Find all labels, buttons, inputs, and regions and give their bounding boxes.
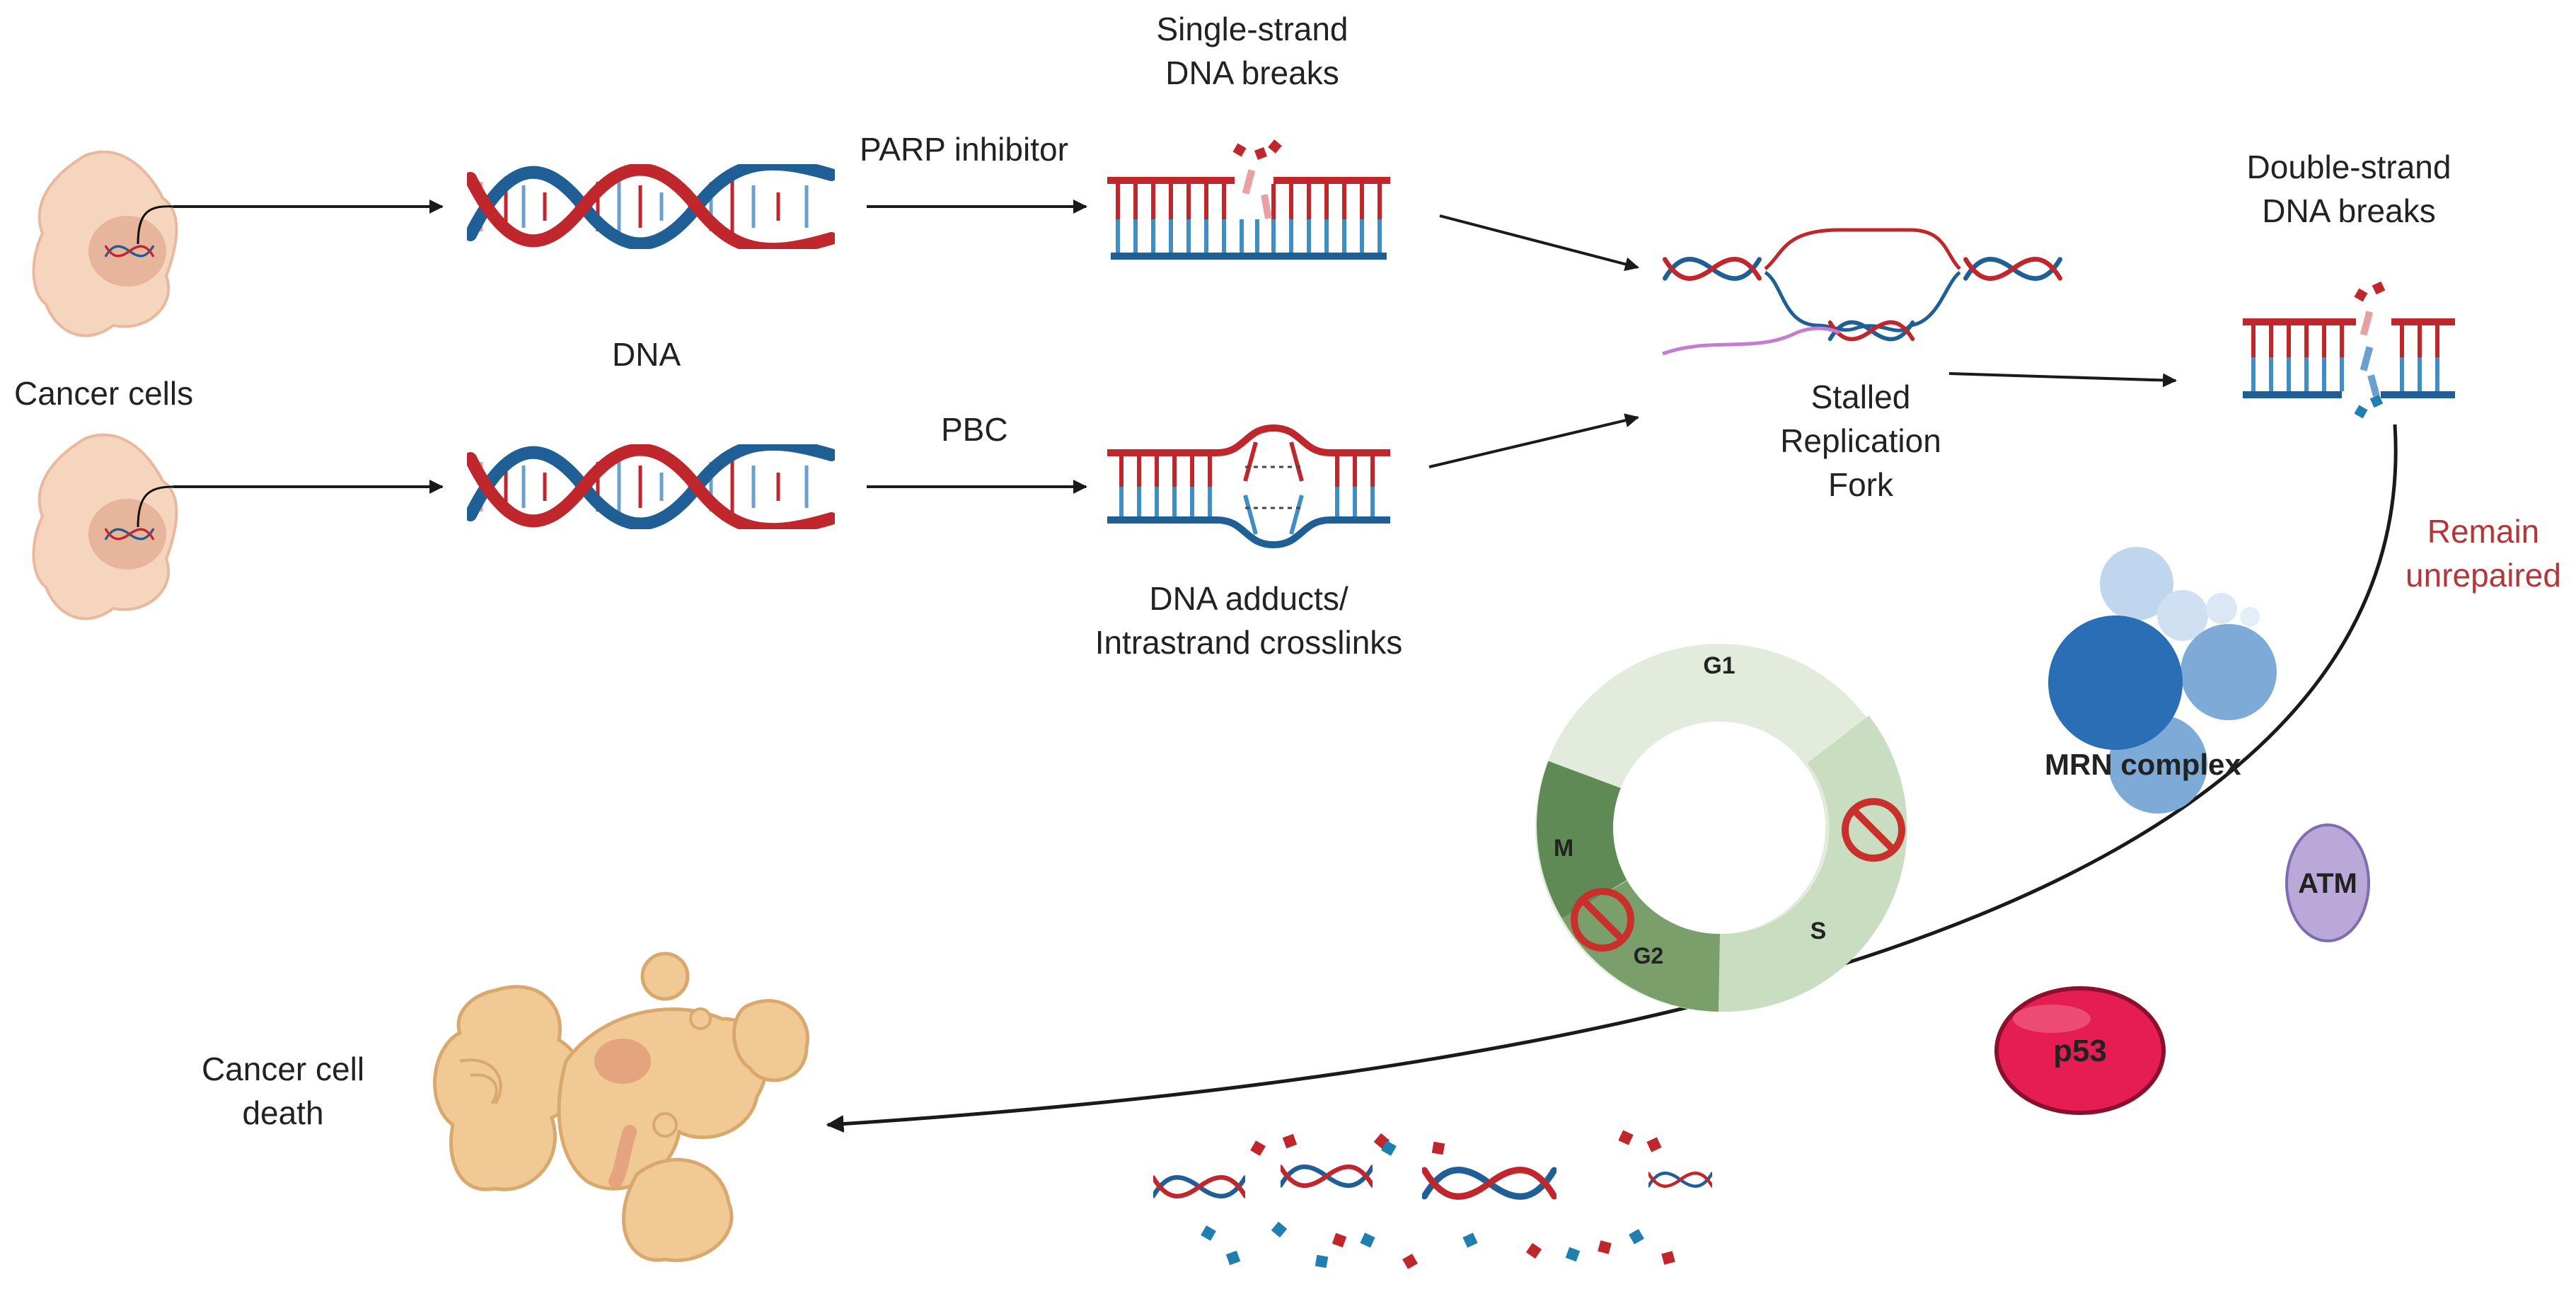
single-strand-break-dna bbox=[1107, 139, 1390, 256]
label-stalled-line3: Fork bbox=[1828, 466, 1893, 503]
label-cancer-cells: Cancer cells bbox=[14, 375, 194, 412]
label-atm: ATM bbox=[2298, 868, 2357, 899]
inhibit-icon-s bbox=[1842, 798, 1905, 862]
label-parp-inhibitor: PARP inhibitor bbox=[860, 131, 1068, 168]
dna-adduct-crosslink bbox=[1107, 424, 1390, 549]
cancer-cell-top bbox=[32, 150, 178, 337]
label-single-strand: Single-strand DNA breaks bbox=[1125, 7, 1380, 95]
fragmented-dna bbox=[1153, 1130, 1712, 1269]
label-single-strand-line2: DNA breaks bbox=[1165, 54, 1339, 91]
arrow-to-cell-death bbox=[826, 424, 2398, 1133]
label-p53: p53 bbox=[2053, 1034, 2107, 1068]
dna-helix-bottom bbox=[470, 444, 831, 529]
label-adducts-line2: Intrastrand crosslinks bbox=[1094, 624, 1403, 661]
label-single-strand-line1: Single-strand bbox=[1156, 11, 1348, 47]
label-stalled-line1: Stalled bbox=[1810, 378, 1911, 415]
double-strand-break-dna bbox=[2243, 281, 2455, 419]
label-dna: DNA bbox=[612, 336, 681, 373]
label-phase-g2: G2 bbox=[1633, 943, 1664, 969]
label-double-strand-line1: Double-strand bbox=[2246, 149, 2451, 185]
label-remain-line2: unrepaired bbox=[2405, 557, 2561, 594]
mrn-complex bbox=[2048, 547, 2277, 814]
label-stalled-fork: Stalled Replication Fork bbox=[1748, 375, 1974, 507]
p53-protein bbox=[1994, 986, 2166, 1115]
label-pbc: PBC bbox=[941, 411, 1008, 448]
label-phase-g1: G1 bbox=[1703, 652, 1735, 679]
arrow-ssb-to-fork bbox=[1439, 214, 1639, 272]
label-adducts-line1: DNA adducts/ bbox=[1149, 580, 1348, 617]
dead-cancer-cell bbox=[433, 952, 809, 1262]
arrow-fork-to-dsb bbox=[1948, 372, 2177, 388]
arrow-adduct-to-fork bbox=[1428, 413, 1639, 468]
stalled-replication-fork bbox=[1662, 228, 2060, 356]
inhibit-icon-g2 bbox=[1571, 888, 1634, 952]
label-double-strand: Double-strand DNA breaks bbox=[2229, 145, 2469, 233]
atm-protein bbox=[2285, 823, 2370, 942]
label-double-strand-line2: DNA breaks bbox=[2262, 192, 2436, 229]
label-remain-line1: Remain bbox=[2427, 513, 2540, 550]
label-stalled-line2: Replication bbox=[1780, 422, 1941, 459]
cell-cycle-diagram bbox=[1535, 644, 1907, 1012]
cancer-cell-bottom bbox=[32, 433, 178, 620]
label-adducts: DNA adducts/ Intrastrand crosslinks bbox=[1061, 577, 1436, 664]
label-cell-death: Cancer cell death bbox=[177, 1047, 389, 1135]
label-mrn-complex: MRN complex bbox=[2045, 748, 2241, 781]
label-death-line1: Cancer cell bbox=[201, 1051, 365, 1087]
label-death-line2: death bbox=[242, 1094, 324, 1131]
label-phase-m: M bbox=[1553, 835, 1574, 862]
label-remain-unrepaired: Remain unrepaired bbox=[2391, 509, 2575, 597]
label-phase-s: S bbox=[1810, 918, 1827, 944]
dna-helix-top bbox=[470, 164, 831, 249]
